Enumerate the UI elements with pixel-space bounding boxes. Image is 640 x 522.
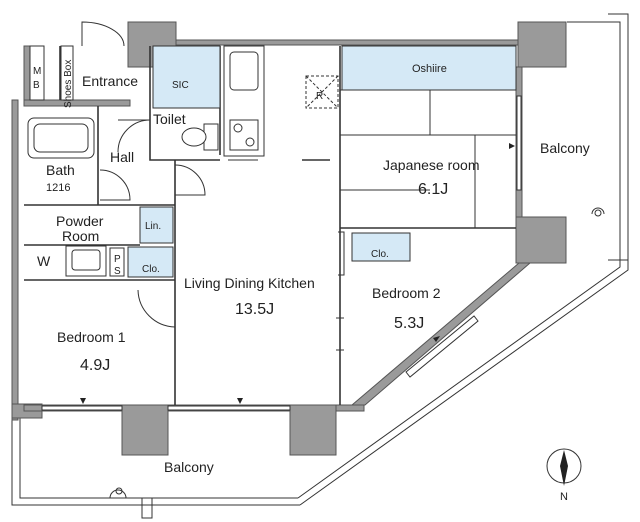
- compass-label: N: [560, 491, 568, 503]
- compass-needle-icon: [560, 450, 568, 486]
- clo-bedroom2-label: Clo.: [371, 249, 389, 260]
- washbasin: [65, 245, 107, 277]
- bedroom1-label: Bedroom 1: [57, 329, 126, 345]
- bedroom2-closet: [351, 232, 411, 262]
- w-label: W: [37, 253, 51, 269]
- japanese-room-label: Japanese room: [383, 157, 480, 173]
- r-label: R: [316, 91, 323, 102]
- bedroom2-label: Bedroom 2: [372, 285, 441, 301]
- ldk-area: 13.5J: [235, 301, 274, 318]
- balcony-bottom-label: Balcony: [164, 459, 214, 475]
- door-swings: [81, 21, 258, 328]
- entrance-label: Entrance: [82, 73, 138, 89]
- hall-label: Hall: [110, 149, 134, 165]
- bottom-windows: [41, 398, 291, 411]
- closet-small: [127, 246, 174, 278]
- ldk-label: Living Dining Kitchen: [184, 275, 315, 291]
- shoes-box-outline: [60, 45, 74, 101]
- ps-shaft: [109, 247, 125, 277]
- compass: N: [546, 448, 582, 503]
- bathtub: [27, 117, 95, 159]
- kitchen-counter: [223, 45, 265, 157]
- sic-closet: [152, 45, 221, 109]
- japanese-room-window: [509, 95, 522, 191]
- shoes-box-label: Shoes Box: [63, 60, 74, 108]
- ps-label-s: S: [114, 266, 121, 277]
- bedroom1-area: 4.9J: [80, 357, 110, 374]
- powder-room-label-2: Room: [62, 228, 99, 244]
- toilet-fixture: [181, 123, 219, 151]
- mb-label-m: M: [33, 66, 41, 77]
- bath-label: Bath: [46, 162, 75, 178]
- sic-label: SIC: [172, 80, 189, 91]
- mb-outline: [29, 45, 45, 101]
- oshiire-label: Oshiire: [412, 63, 447, 75]
- oshiire-closet: [341, 45, 517, 91]
- diagonal-window: [405, 315, 479, 378]
- bedroom2-area: 5.3J: [394, 315, 424, 332]
- clo-small-label: Clo.: [142, 264, 160, 275]
- toilet-label: Toilet: [153, 111, 186, 127]
- mb-label-b: B: [33, 80, 40, 91]
- japanese-room-area: 6.1J: [418, 181, 448, 198]
- refrigerator-space: [305, 75, 339, 109]
- ps-label-p: P: [114, 254, 121, 265]
- balcony-rail: [11, 13, 629, 519]
- lin-label: Lin.: [145, 221, 161, 232]
- bath-size-label: 1216: [46, 182, 70, 194]
- balcony-right-label: Balcony: [540, 140, 590, 156]
- powder-room-label-1: Powder: [56, 213, 104, 229]
- linen-closet: [139, 206, 174, 244]
